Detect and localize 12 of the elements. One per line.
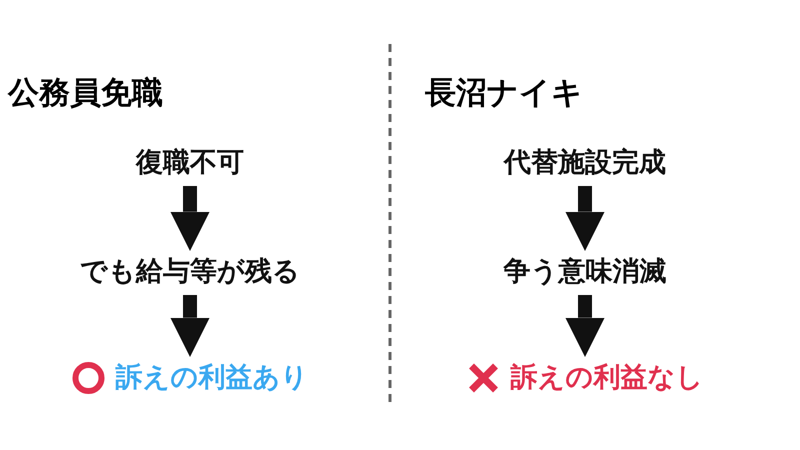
step-text: 代替施設完成 <box>504 146 666 180</box>
column-heading: 公務員免職 <box>8 74 163 112</box>
down-arrow <box>170 295 210 357</box>
result-text: 訴えの利益なし <box>510 361 704 395</box>
step-text: 争う意味消滅 <box>504 255 666 289</box>
step-text: でも給与等が残る <box>80 255 300 289</box>
down-arrow <box>170 186 210 251</box>
step-text: 復職不可 <box>136 146 244 180</box>
down-arrow <box>565 186 605 251</box>
column-heading: 長沼ナイキ <box>425 74 583 112</box>
result-text: 訴えの利益あり <box>116 361 308 395</box>
down-arrow <box>565 295 605 357</box>
